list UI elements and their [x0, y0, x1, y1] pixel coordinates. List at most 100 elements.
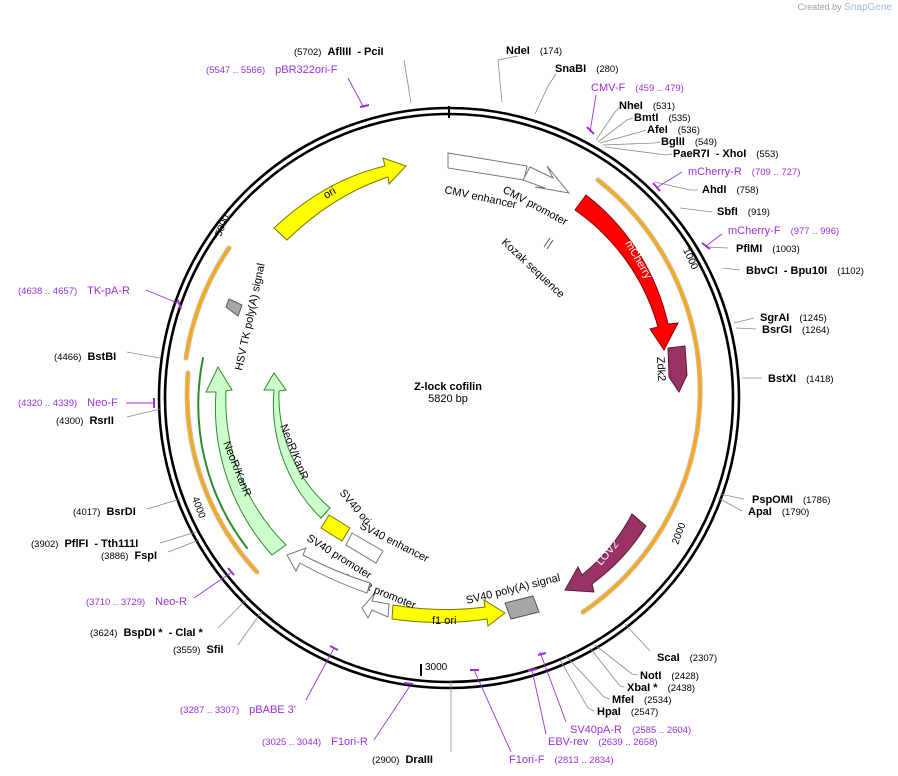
- site-noti[interactable]: NotI(2428): [640, 670, 699, 682]
- feature-sv40-enhancer[interactable]: SV40 enhancer: [345, 520, 431, 565]
- leader-xbai: [589, 647, 625, 688]
- feature-f1-ori[interactable]: f1 ori: [391, 599, 506, 627]
- leader-snabi: [534, 73, 557, 115]
- primer-pbabe3[interactable]: (3287 .. 3307)pBABE 3': [180, 704, 296, 716]
- pleader-pbr322ori-f: [347, 77, 365, 109]
- site-nhei[interactable]: NheI(531): [619, 100, 675, 112]
- leader-afliii: [403, 59, 412, 104]
- site-scai[interactable]: ScaI(2307): [657, 652, 717, 664]
- site-rsrii[interactable]: (4300)RsrII: [56, 415, 114, 427]
- site-apai[interactable]: ApaI(1790): [748, 506, 809, 518]
- primer-ebv-rev[interactable]: EBV-rev(2639 .. 2658): [548, 736, 658, 748]
- site-fspi[interactable]: (3886)FspI: [101, 550, 157, 562]
- feature-hsv-tk[interactable]: HSV TK poly(A) signal: [225, 262, 268, 372]
- feature-zdk2[interactable]: Zdk2: [654, 345, 688, 394]
- leader-rsrii: [126, 408, 161, 418]
- site-bbvci[interactable]: BbvCI- Bpu10I(1102): [746, 265, 864, 277]
- feature-lov2[interactable]: LOV2: [564, 513, 647, 593]
- site-bglii[interactable]: BglII(549): [661, 136, 717, 148]
- tick-3000: 3000: [425, 662, 448, 673]
- pleader-cmv-f: [589, 94, 597, 133]
- leader-scai: [624, 623, 651, 652]
- lov2-arrow: [564, 513, 647, 593]
- leader-bglii: [602, 141, 661, 146]
- site-bstxi[interactable]: BstXI(1418): [768, 373, 834, 385]
- leader-bsrdi: [146, 498, 181, 510]
- pleader-pbabe3: [305, 647, 335, 701]
- site-afliii[interactable]: (5702)AflIII- PciI: [294, 46, 384, 58]
- primer-tk-pa-r[interactable]: (4638 .. 4657)TK-pA-R: [18, 285, 130, 297]
- site-pspomi[interactable]: PspOMI(1786): [752, 494, 830, 506]
- tick-2000: 2000: [670, 521, 688, 546]
- pbind-tk-pa-r: [177, 299, 182, 310]
- leader-pspomi: [719, 493, 745, 500]
- hsv-tk-label: HSV TK poly(A) signal: [233, 262, 267, 371]
- primer-cmv-f[interactable]: CMV-F(459 .. 479): [591, 82, 684, 94]
- leader-nhei: [595, 106, 621, 141]
- site-sgrai[interactable]: SgrAI(1245): [760, 312, 827, 324]
- site-labels: NdeI(174) SnaBI(280) NheI(531) BmtI(535)…: [31, 45, 864, 766]
- leader-hpai: [559, 659, 595, 712]
- primer-sv40pa-r[interactable]: SV40pA-R(2585 .. 2604): [570, 724, 691, 736]
- snapgene-watermark: Created by SnapGene: [798, 2, 892, 13]
- leader-afei: [599, 129, 647, 144]
- mcherry-arrow: [574, 194, 679, 351]
- site-ndei[interactable]: NdeI(174): [506, 45, 562, 57]
- primer-neo-f[interactable]: (4320 .. 4339)Neo-F: [18, 397, 118, 409]
- site-bstbi[interactable]: (4466)BstBI: [54, 351, 116, 363]
- leader-sfii: [237, 610, 263, 646]
- pbind-cmv-f: [586, 126, 595, 135]
- site-ahdi[interactable]: AhdI(758): [702, 184, 759, 196]
- pbind-ebv-rev: [527, 668, 538, 672]
- feature-neor-inner[interactable]: NeoR/KanR: [263, 372, 331, 519]
- feature-mcherry[interactable]: mCherry: [574, 194, 679, 351]
- primer-pbr322ori-f[interactable]: (5547 .. 5566)pBR322ori-F: [206, 64, 338, 76]
- site-hpai[interactable]: HpaI(2547): [597, 706, 658, 718]
- site-bspdi[interactable]: (3624)BspDI *- ClaI *: [90, 627, 204, 639]
- primer-mcherry-f[interactable]: mCherry-F(977 .. 996): [728, 225, 839, 237]
- site-leaders: [126, 55, 762, 752]
- site-mfei[interactable]: MfeI(2534): [612, 694, 671, 706]
- sv40-ori-label: SV40 ori: [337, 487, 373, 527]
- leader-sbfi: [679, 207, 713, 213]
- site-snabi[interactable]: SnaBI(280): [555, 63, 618, 75]
- site-sfii[interactable]: (3559)SfiI: [173, 644, 224, 656]
- neor-outer-arrow: [205, 365, 287, 556]
- primer-neo-r[interactable]: (3710 .. 3729)Neo-R: [86, 596, 187, 608]
- site-bsrdi[interactable]: (4017)BsrDI: [73, 506, 136, 518]
- leader-bspdi: [217, 598, 248, 629]
- pbind-pbabe3: [329, 645, 339, 651]
- primer-labels: CMV-F(459 .. 479) mCherry-R(709 .. 727) …: [18, 64, 839, 766]
- plasmid-size: 5820 bp: [428, 393, 468, 405]
- leader-paer7i: [604, 146, 673, 156]
- primer-f1ori-r[interactable]: (3025 .. 3044)F1ori-R: [262, 736, 368, 748]
- pleader-f1ori-f: [473, 669, 512, 753]
- tick-1000: 1000: [680, 247, 700, 272]
- site-pflmi[interactable]: PflMI(1003): [736, 243, 800, 255]
- feature-ori[interactable]: ori: [273, 157, 407, 241]
- brand-prefix: Created by: [797, 2, 842, 12]
- pleader-mcherry-f: [705, 233, 723, 247]
- leader-bbvci: [722, 267, 741, 271]
- leader-ahdi: [654, 181, 698, 191]
- ampr-promoter-arrow: [361, 592, 390, 620]
- primer-leaders: [126, 77, 723, 753]
- site-sbfi[interactable]: SbfI(919): [717, 206, 770, 218]
- primer-mcherry-r[interactable]: mCherry-R(709 .. 727): [688, 166, 800, 178]
- site-bsrgi[interactable]: BsrGI(1264): [762, 324, 829, 336]
- pleader-mcherry-r: [655, 171, 683, 189]
- site-paer7i[interactable]: PaeR7I- XhoI(553): [673, 148, 778, 160]
- kozak-mark-1: [543, 237, 551, 248]
- pbind-mcherry-f: [701, 242, 711, 250]
- site-bmti[interactable]: BmtI(535): [634, 112, 691, 124]
- site-afei[interactable]: AfeI(536): [647, 124, 700, 136]
- hsv-tk-box: [225, 298, 243, 317]
- leader-mfei: [565, 655, 611, 700]
- primer-f1ori-f[interactable]: F1ori-F(2813 .. 2834): [509, 754, 614, 766]
- f1-ori-arrow: [391, 599, 506, 627]
- site-xbai[interactable]: XbaI *(2438): [627, 682, 695, 694]
- pbind-neo-r: [227, 567, 235, 576]
- site-draiii[interactable]: (2900)DraIII: [372, 754, 433, 766]
- leader-apai: [717, 497, 743, 512]
- site-pflfi[interactable]: (3902)PflFI- Tth111I: [31, 538, 138, 550]
